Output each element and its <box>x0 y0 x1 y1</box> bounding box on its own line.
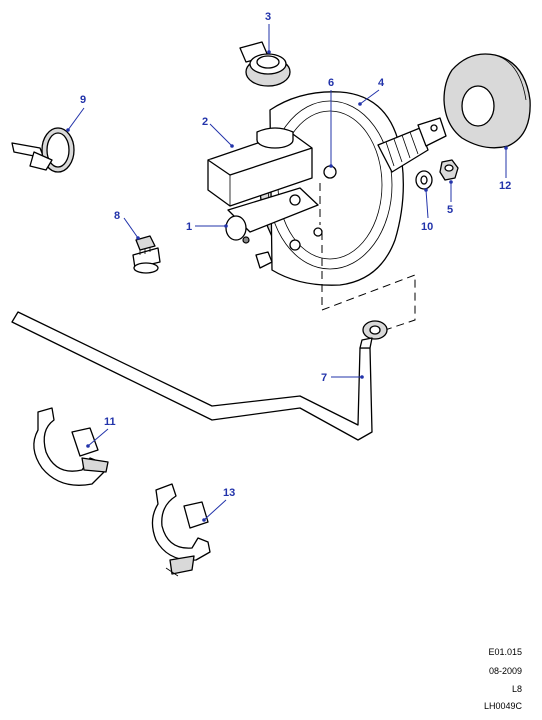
callout-12: 12 <box>499 146 511 192</box>
callout-5: 5 <box>447 180 453 216</box>
reference-code: E01.015 <box>488 647 522 657</box>
callout-5-label: 5 <box>447 204 453 216</box>
callout-13: 13 <box>202 487 235 522</box>
part-12-spacer-ring <box>443 53 531 149</box>
reference-illustration-id: LH0049C <box>483 701 522 711</box>
part-5-nut <box>439 159 459 181</box>
assembly-guide-lines <box>319 183 416 331</box>
callout-11-label: 11 <box>104 416 116 428</box>
part-3-reservoir-cap <box>239 41 291 87</box>
part-11-clip <box>33 407 109 486</box>
callout-1-label: 1 <box>186 221 192 233</box>
callout-10-label: 10 <box>421 221 433 233</box>
part-9-cable-tie <box>11 127 75 173</box>
callout-8-label: 8 <box>114 210 120 222</box>
reference-date: 08-2009 <box>488 666 522 676</box>
part-10-washer <box>415 170 433 190</box>
part-8-fitting <box>132 235 161 274</box>
part-2-master-cylinder <box>207 127 337 269</box>
part-4-brake-booster <box>259 91 447 286</box>
callout-10: 10 <box>421 188 433 233</box>
callout-1: 1 <box>186 221 228 233</box>
part-13-clip <box>151 483 211 577</box>
callout-6-label: 6 <box>328 77 334 89</box>
callout-7-label: 7 <box>321 372 327 384</box>
callout-11: 11 <box>86 416 116 448</box>
callout-8: 8 <box>114 210 140 240</box>
callout-9: 9 <box>66 94 86 132</box>
callout-4-label: 4 <box>378 77 385 89</box>
callout-7: 7 <box>321 372 364 384</box>
callout-2-label: 2 <box>202 116 208 128</box>
callout-9-label: 9 <box>80 94 86 106</box>
callout-3-label: 3 <box>265 11 271 23</box>
callout-2: 2 <box>202 116 234 148</box>
reference-model: L8 <box>511 684 522 694</box>
callout-4: 4 <box>358 77 385 106</box>
callout-12-label: 12 <box>499 180 511 192</box>
callout-13-label: 13 <box>223 487 235 499</box>
callout-3: 3 <box>265 11 271 54</box>
part-7-vacuum-pipe <box>11 311 388 441</box>
callout-6: 6 <box>328 77 334 168</box>
